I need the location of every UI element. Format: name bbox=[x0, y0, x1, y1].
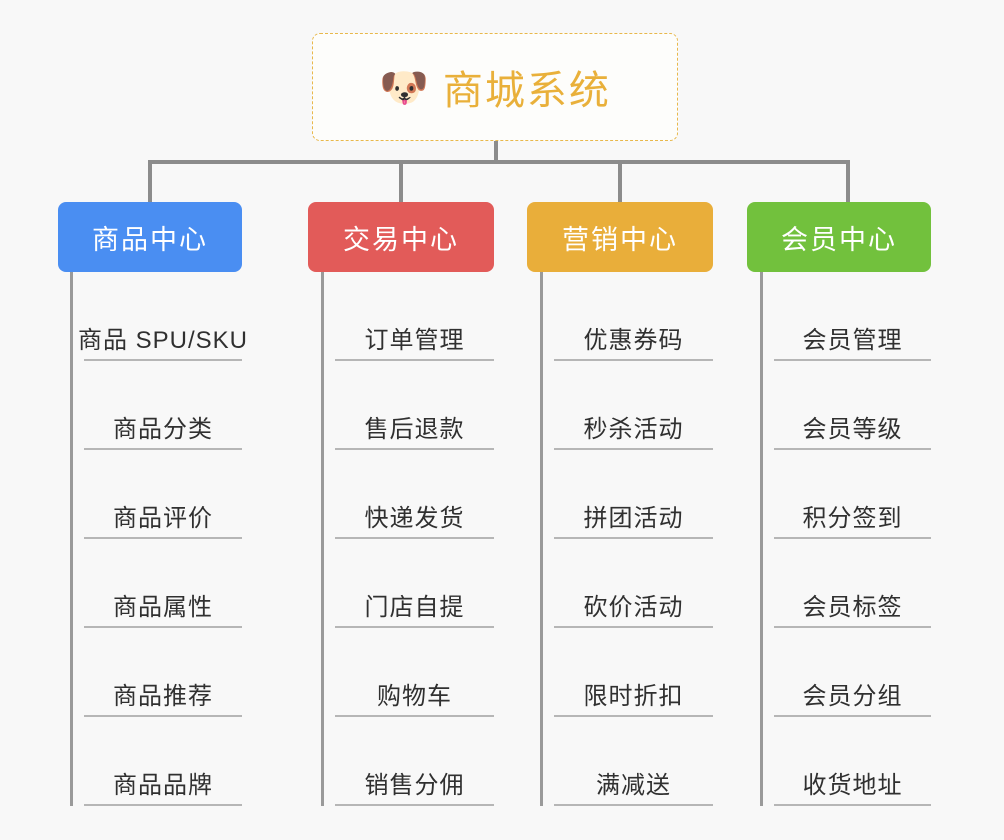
leaf-item-label: 优惠券码 bbox=[583, 327, 684, 354]
leaf-item-label: 满减送 bbox=[596, 772, 671, 799]
leaf-item[interactable]: 购物车 bbox=[335, 628, 494, 717]
leaf-item[interactable]: 秒杀活动 bbox=[554, 361, 713, 450]
leaf-item-label: 商品属性 bbox=[113, 594, 213, 621]
category-column-2: 营销中心优惠券码秒杀活动拼团活动砍价活动限时折扣满减送 bbox=[527, 202, 713, 806]
leaf-item-label: 商品推荐 bbox=[113, 683, 213, 710]
leaf-list-2: 优惠券码秒杀活动拼团活动砍价活动限时折扣满减送 bbox=[540, 272, 713, 806]
leaf-item[interactable]: 会员分组 bbox=[774, 628, 931, 717]
leaf-item-label: 会员等级 bbox=[802, 416, 903, 443]
leaf-list-1: 订单管理售后退款快递发货门店自提购物车销售分佣 bbox=[321, 272, 494, 806]
leaf-item-label: 砍价活动 bbox=[583, 594, 684, 621]
leaf-item[interactable]: 订单管理 bbox=[335, 272, 494, 361]
root-connector-vertical bbox=[494, 141, 498, 163]
leaf-item-label: 商品评价 bbox=[113, 505, 213, 532]
leaf-item-label: 售后退款 bbox=[364, 416, 465, 443]
leaf-item[interactable]: 拼团活动 bbox=[554, 450, 713, 539]
leaf-item-label: 快递发货 bbox=[364, 505, 465, 532]
leaf-list-3: 会员管理会员等级积分签到会员标签会员分组收货地址 bbox=[760, 272, 931, 806]
leaf-item[interactable]: 商品推荐 bbox=[84, 628, 242, 717]
leaf-item[interactable]: 商品 SPU/SKU bbox=[78, 272, 247, 361]
leaf-list-0: 商品 SPU/SKU 商品分类商品评价商品属性商品推荐商品品牌 bbox=[70, 272, 247, 806]
leaf-item[interactable]: 商品评价 bbox=[84, 450, 242, 539]
leaf-item[interactable]: 会员管理 bbox=[774, 272, 931, 361]
category-connector-0 bbox=[148, 160, 152, 202]
category-column-1: 交易中心订单管理售后退款快递发货门店自提购物车销售分佣 bbox=[308, 202, 494, 806]
category-header-2[interactable]: 营销中心 bbox=[527, 202, 713, 272]
leaf-item[interactable]: 商品属性 bbox=[84, 539, 242, 628]
leaf-item-label: 会员管理 bbox=[802, 327, 903, 354]
leaf-item[interactable]: 限时折扣 bbox=[554, 628, 713, 717]
leaf-item[interactable]: 优惠券码 bbox=[554, 272, 713, 361]
category-header-0[interactable]: 商品中心 bbox=[58, 202, 242, 272]
leaf-item-label: 门店自提 bbox=[364, 594, 465, 621]
leaf-item[interactable]: 售后退款 bbox=[335, 361, 494, 450]
shiba-dog-face-icon: 🐶 bbox=[379, 66, 429, 110]
connector-horizontal-bus bbox=[150, 160, 850, 164]
root-node[interactable]: 🐶 商城系统 bbox=[312, 33, 678, 141]
leaf-item-label: 商品品牌 bbox=[113, 772, 213, 799]
leaf-item-label: 购物车 bbox=[377, 683, 452, 710]
leaf-item[interactable]: 商品分类 bbox=[84, 361, 242, 450]
leaf-item[interactable]: 砍价活动 bbox=[554, 539, 713, 628]
leaf-item[interactable]: 门店自提 bbox=[335, 539, 494, 628]
root-title: 商城系统 bbox=[442, 69, 611, 113]
leaf-item-label: 积分签到 bbox=[802, 505, 903, 532]
leaf-item-label: 会员分组 bbox=[802, 683, 903, 710]
leaf-item[interactable]: 会员标签 bbox=[774, 539, 931, 628]
category-connector-2 bbox=[618, 160, 622, 202]
leaf-item[interactable]: 会员等级 bbox=[774, 361, 931, 450]
category-header-3[interactable]: 会员中心 bbox=[747, 202, 931, 272]
category-connector-1 bbox=[399, 160, 403, 202]
leaf-item[interactable]: 积分签到 bbox=[774, 450, 931, 539]
leaf-item-label: 订单管理 bbox=[364, 327, 465, 354]
category-connector-3 bbox=[846, 160, 850, 202]
leaf-item[interactable]: 快递发货 bbox=[335, 450, 494, 539]
leaf-item-label: 商品分类 bbox=[113, 416, 213, 443]
leaf-item-label: 限时折扣 bbox=[583, 683, 684, 710]
category-column-3: 会员中心会员管理会员等级积分签到会员标签会员分组收货地址 bbox=[747, 202, 931, 806]
leaf-item[interactable]: 满减送 bbox=[554, 717, 713, 806]
leaf-item[interactable]: 销售分佣 bbox=[335, 717, 494, 806]
category-header-1[interactable]: 交易中心 bbox=[308, 202, 494, 272]
leaf-item-label: 拼团活动 bbox=[583, 505, 684, 532]
leaf-item-label: 销售分佣 bbox=[364, 772, 465, 799]
category-column-0: 商品中心商品 SPU/SKU 商品分类商品评价商品属性商品推荐商品品牌 bbox=[58, 202, 247, 806]
leaf-item-label: 秒杀活动 bbox=[583, 416, 684, 443]
leaf-item[interactable]: 收货地址 bbox=[774, 717, 931, 806]
leaf-item[interactable]: 商品品牌 bbox=[84, 717, 242, 806]
leaf-item-label: 收货地址 bbox=[802, 772, 903, 799]
leaf-item-label: 会员标签 bbox=[802, 594, 903, 621]
leaf-item-label: 商品 SPU/SKU bbox=[77, 327, 249, 354]
